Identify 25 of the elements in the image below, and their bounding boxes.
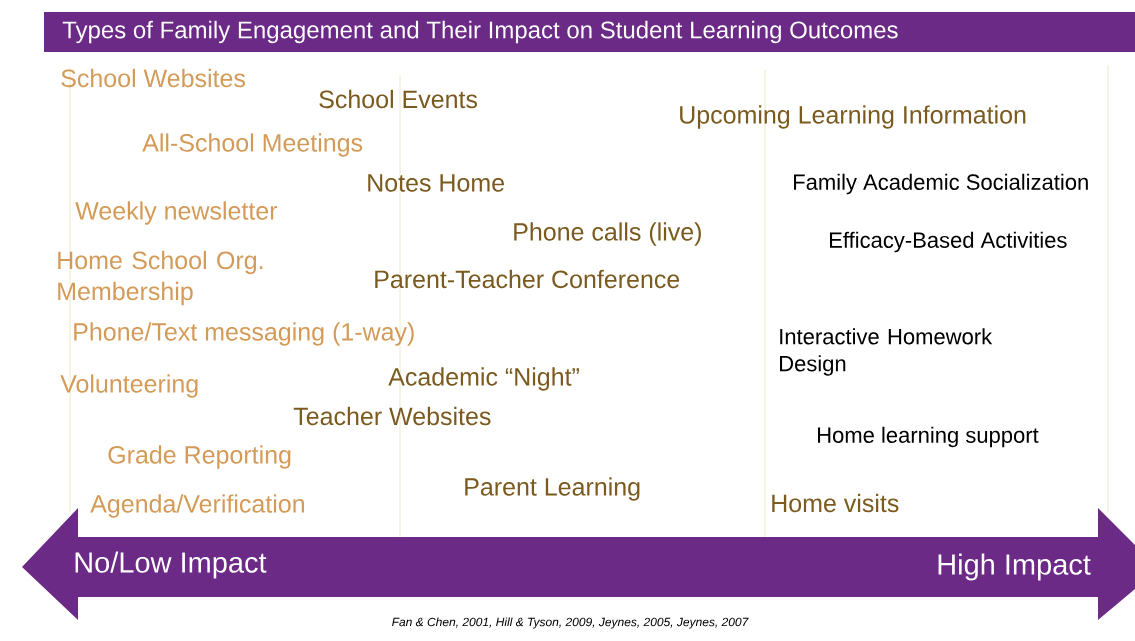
- engagement-label: Notes Home: [368, 174, 504, 192]
- title-banner: Types of Family Engagement and Their Impact on Student Learning Outcomes: [44, 12, 1135, 52]
- engagement-label: Parent-Teacher Conference: [375, 269, 680, 289]
- engagement-label: Home visits: [772, 493, 899, 513]
- engagement-label: School Events: [319, 89, 478, 109]
- engagement-label: Efficacy-Based Activities: [830, 231, 1067, 253]
- impact-label: High Impact: [938, 553, 1091, 581]
- engagement-label: Home School Org. Membership: [58, 250, 263, 306]
- engagement-label: Interactive Homework Design: [780, 328, 993, 376]
- impact-label: No/Low Impact: [75, 551, 267, 579]
- engagement-label: Volunteering: [60, 374, 198, 398]
- engagement-label: Weekly newsletter: [75, 201, 278, 225]
- engagement-label: Teacher Websites: [293, 406, 491, 426]
- engagement-label: Phone/Text messaging (1-way): [74, 322, 414, 346]
- engagement-label: Agenda/Verification: [90, 494, 304, 518]
- engagement-label: Home learning support: [818, 426, 1039, 448]
- engagement-label: School Websites: [61, 68, 245, 88]
- engagement-label: Phone calls (live): [514, 222, 701, 246]
- engagement-label: Family Academic Socialization: [794, 173, 1088, 195]
- engagement-label: Parent Learning: [465, 477, 640, 501]
- engagement-label: All-School Meetings: [142, 133, 363, 157]
- engagement-label: Grade Reporting: [108, 445, 291, 469]
- engagement-label: Academic “Night”: [388, 367, 579, 391]
- caption-text: Fan & Chen, 2001, Hill & Tyson, 2009, Jeynes, 2005, Jeynes, 2007: [392, 617, 749, 629]
- engagement-label: Upcoming Learning Information: [680, 105, 1026, 129]
